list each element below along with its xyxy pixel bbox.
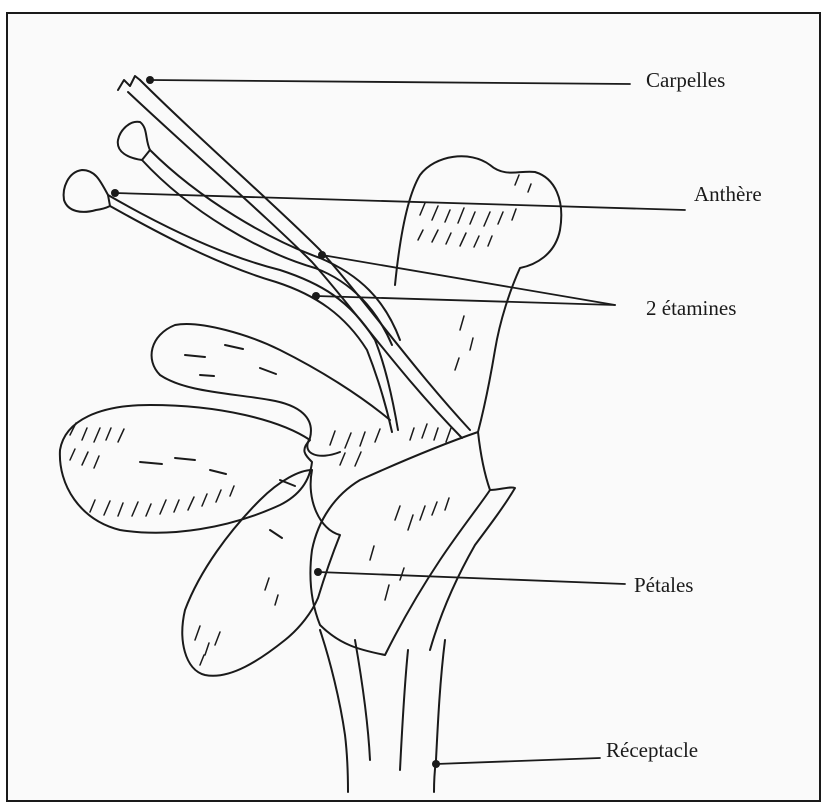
carpel-stigma: [118, 76, 140, 90]
leader-petales: [318, 572, 625, 584]
stamen-upper-filament-2: [142, 160, 392, 345]
receptacle-stalk: [320, 630, 348, 792]
label-carpelles: Carpelles: [646, 70, 725, 91]
carpel-style-inner: [128, 92, 462, 438]
stamen-upper-filament: [150, 150, 400, 340]
left-petal-large: [60, 405, 312, 533]
leader-carpelles: [150, 80, 630, 84]
label-anthere: Anthère: [694, 184, 762, 205]
label-petales: Pétales: [634, 575, 693, 596]
stamen-lower-anther: [64, 170, 110, 212]
receptacle-stalk-right: [434, 640, 445, 792]
receptacle-inner-1: [355, 640, 370, 760]
label-etamines: 2 étamines: [646, 298, 736, 319]
label-receptacle: Réceptacle: [606, 740, 698, 761]
stamen-upper-anther: [118, 122, 150, 160]
upper-petal-lobe: [395, 156, 561, 432]
leader-anthere: [115, 193, 685, 210]
left-petal-upper: [152, 324, 390, 456]
leader-lines: [115, 80, 685, 764]
leader-receptacle: [436, 758, 600, 764]
receptacle-inner-2: [400, 650, 408, 770]
right-sepal: [430, 487, 515, 650]
